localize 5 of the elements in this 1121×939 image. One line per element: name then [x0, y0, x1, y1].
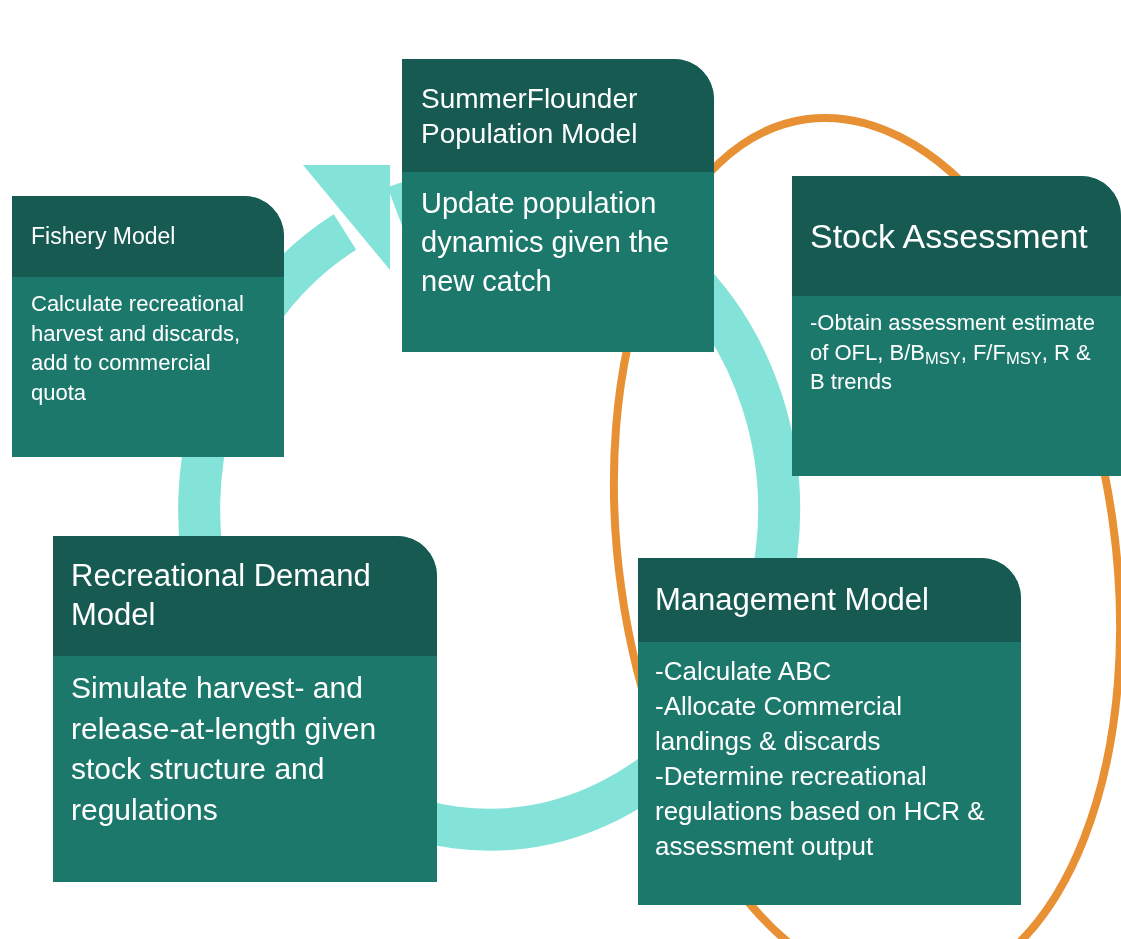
card-description: -Obtain assessment estimate of OFL, B/B$_{MSY}$, F/F$_{MSY}$, R & B trends — [810, 309, 1096, 397]
model-card — [792, 176, 1121, 476]
card-title: Fishery Model — [31, 222, 176, 251]
card-title: Stock Assessment — [810, 215, 1088, 257]
card-title: SummerFlounder Population Model — [421, 81, 639, 151]
